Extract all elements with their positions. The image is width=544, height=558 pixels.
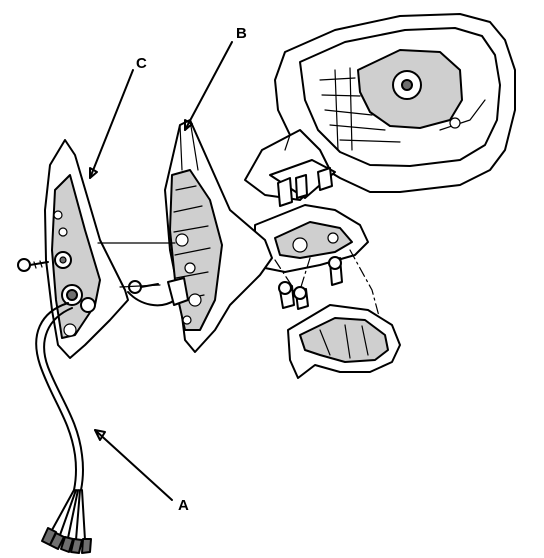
screw-left [17, 258, 49, 272]
skull-cover [287, 304, 401, 379]
mirror-base [164, 119, 273, 353]
callout-label-b: B [236, 25, 247, 42]
mirror-housing [244, 13, 516, 201]
screw-middle [128, 280, 159, 294]
callout-label-a: A [178, 497, 189, 514]
base-gasket [44, 139, 129, 359]
callout-label-c: C [136, 55, 147, 72]
callout-line-c [89, 69, 134, 179]
connector-wire [127, 291, 176, 307]
wire-harness [35, 302, 92, 554]
callout-line-a [94, 429, 173, 501]
bolts-upper [277, 167, 333, 207]
callout-line-b [184, 41, 233, 131]
mirror-adapter [254, 204, 381, 321]
